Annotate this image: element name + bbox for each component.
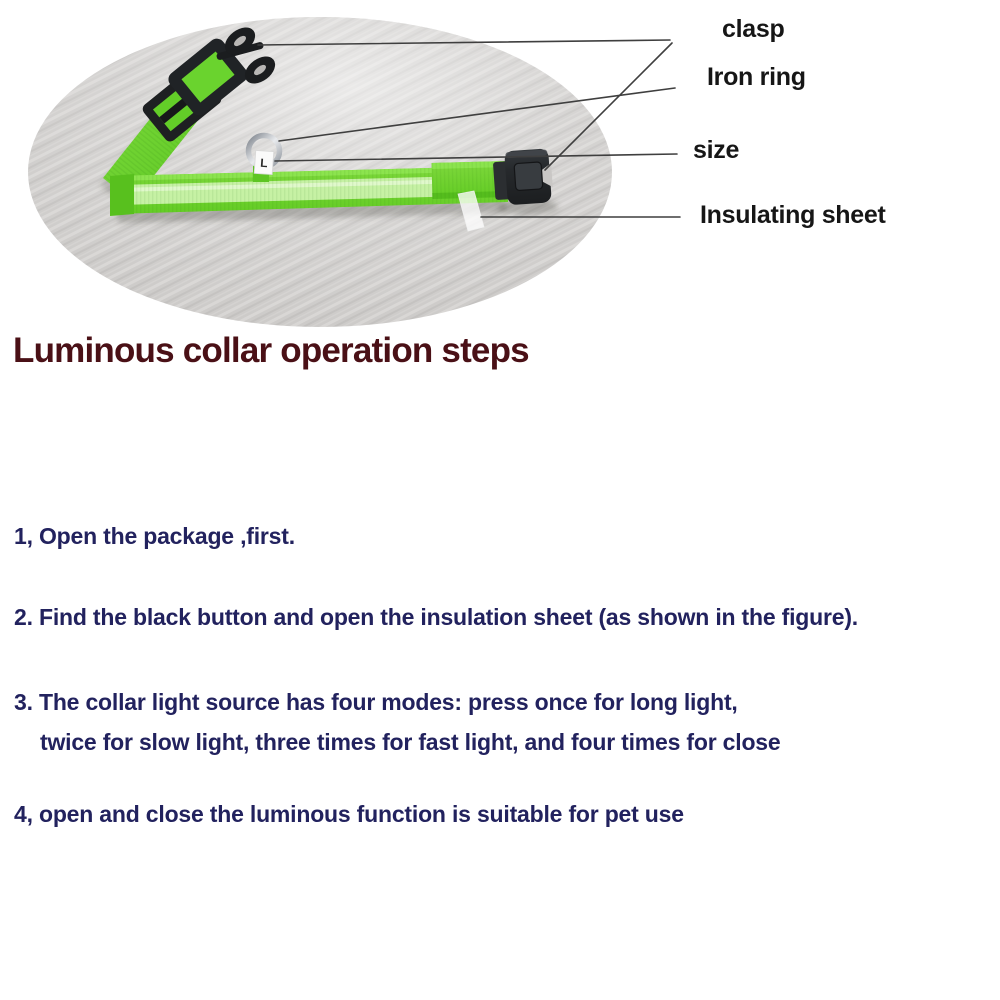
- callout-label-iron-ring: Iron ring: [707, 63, 806, 91]
- instruction-step-3-line-2: twice for slow light, three times for fa…: [40, 729, 781, 755]
- collar-photo-illustration: L: [28, 17, 681, 327]
- black-button: [513, 161, 544, 191]
- instruction-step-3: 3. The collar light source has four mode…: [14, 682, 781, 762]
- instruction-step-3-line-1: 3. The collar light source has four mode…: [14, 689, 738, 715]
- clasp-female-buckle: [493, 148, 553, 205]
- pointer-line-iron-ring: [278, 87, 676, 142]
- instruction-step-4: 4, open and close the luminous function …: [14, 801, 684, 827]
- page-title: Luminous collar operation steps: [13, 331, 530, 370]
- pointer-line-clasp-a: [257, 39, 671, 46]
- pointer-line-size: [274, 153, 678, 162]
- size-tag: L: [253, 149, 275, 176]
- callout-label-insulating-sheet: Insulating sheet: [700, 201, 886, 229]
- insulating-sheet-tab: [457, 190, 485, 232]
- collar-main-band: [110, 166, 508, 216]
- strap-tail-overlap: [431, 161, 509, 199]
- callout-label-size: size: [693, 136, 740, 164]
- clasp-prongs: [216, 27, 276, 84]
- callout-pointer-lines: [257, 39, 681, 218]
- instruction-step-2: 2. Find the black button and open the in…: [14, 604, 858, 630]
- callout-label-clasp: clasp: [722, 15, 785, 43]
- instruction-step-1: 1, Open the package ,first.: [14, 523, 295, 549]
- product-figure: L clasp Iron ring size Insulating sheet: [0, 0, 1000, 345]
- pointer-line-clasp-b: [544, 42, 673, 171]
- size-tag-letter: L: [260, 156, 268, 170]
